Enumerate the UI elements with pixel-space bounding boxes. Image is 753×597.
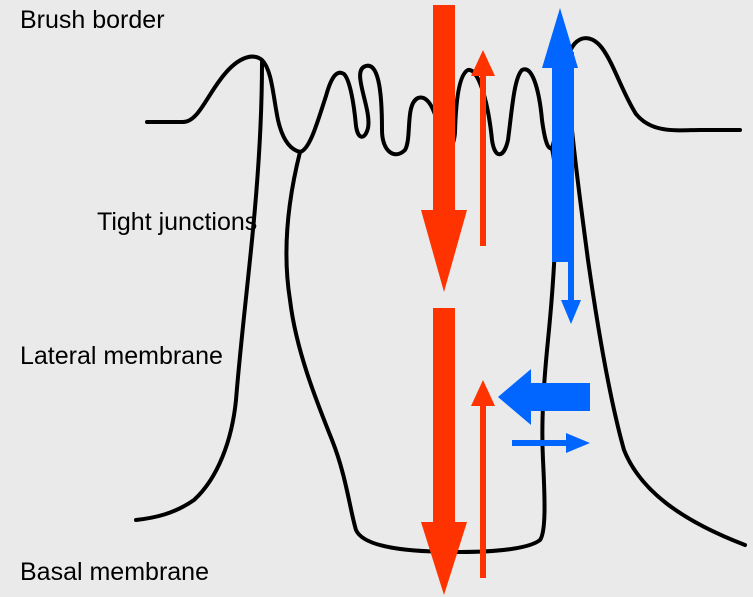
left-cell-outline [136,62,262,520]
thin-red-up-arrow-upper [471,50,495,246]
thin-blue-right-arrow [512,433,590,453]
lateral-membrane-label: Lateral membrane [20,344,223,369]
large-red-down-arrow-upper [421,5,467,292]
tight-junctions-label: Tight junctions [97,210,257,235]
thin-red-up-arrow-lower [471,380,495,578]
right-cell-outline [566,66,745,545]
basal-membrane-label: Basal membrane [20,560,209,585]
middle-cell-outline [286,148,556,552]
brush-border-label: Brush border [20,8,165,33]
blue-arrows [498,8,590,453]
